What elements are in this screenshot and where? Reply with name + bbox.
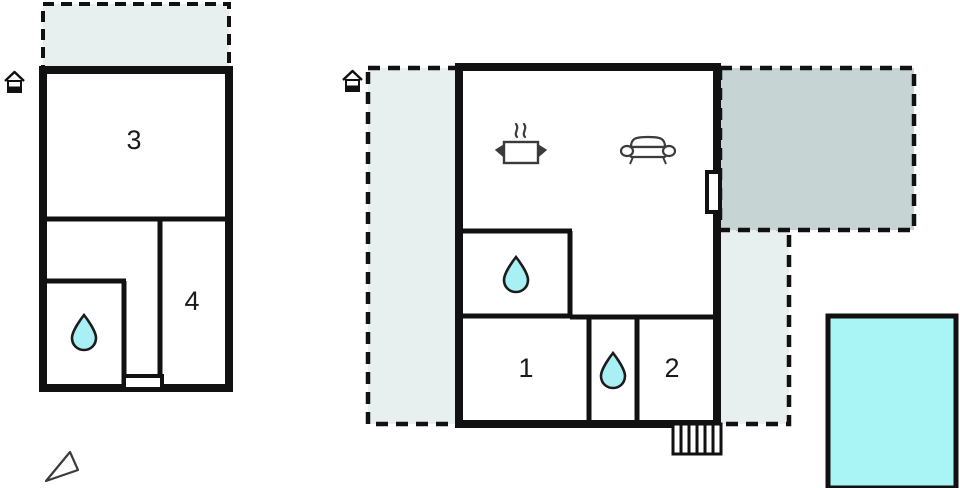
water-drop-shape bbox=[502, 254, 530, 294]
house-entrance-icon-right bbox=[342, 69, 363, 92]
right-wall-door-icon bbox=[705, 170, 722, 214]
entrance-roof-shape bbox=[4, 70, 25, 82]
cooking-pot-icon bbox=[494, 122, 548, 165]
room-label-2: 2 bbox=[664, 353, 679, 383]
north-arrow-icon bbox=[44, 450, 80, 483]
right-wall-door-leaf bbox=[705, 170, 722, 214]
water-drop-icon-lower-bathroom bbox=[599, 350, 627, 390]
room-label-3: 3 bbox=[126, 125, 141, 155]
water-drop-shape bbox=[70, 312, 98, 352]
sofa-backrest bbox=[629, 135, 667, 149]
water-drop-icon-left-bathroom bbox=[70, 312, 98, 352]
sofa-armrest-right bbox=[661, 144, 677, 158]
west-terrace bbox=[365, 65, 463, 427]
house-entrance-icon-left bbox=[4, 70, 25, 93]
sofa-leg-left bbox=[629, 156, 634, 165]
left-top-terrace bbox=[41, 2, 231, 72]
entrance-door-fill bbox=[346, 85, 359, 91]
pot-body bbox=[502, 140, 540, 165]
sofa-seat bbox=[628, 145, 668, 159]
ne-terrace-outline bbox=[717, 65, 917, 233]
left-top-terrace-outline bbox=[41, 2, 231, 72]
west-terrace-outline bbox=[365, 65, 463, 427]
left-bottom-door-icon bbox=[122, 374, 164, 391]
room-label-1: 1 bbox=[518, 353, 533, 383]
stairs-icon bbox=[671, 422, 723, 456]
sofa-icon bbox=[619, 135, 677, 165]
pot-steam-right bbox=[522, 122, 527, 139]
right-building-shell bbox=[455, 63, 721, 428]
water-drop-icon-middle-bathroom bbox=[502, 254, 530, 294]
entrance-door-fill bbox=[8, 86, 21, 92]
left-bottom-door-leaf bbox=[122, 374, 164, 391]
entrance-roof-shape bbox=[342, 69, 363, 81]
right-building-outer-wall bbox=[455, 63, 721, 428]
north-arrow-shape bbox=[44, 450, 80, 483]
sofa-armrest-left bbox=[619, 144, 635, 158]
sofa-leg-right bbox=[662, 156, 667, 165]
pot-steam-left bbox=[514, 122, 519, 139]
pool-outline bbox=[825, 313, 959, 488]
water-drop-shape bbox=[599, 350, 627, 390]
east-terrace-outline bbox=[713, 225, 792, 427]
north-east-covered-terrace bbox=[717, 65, 917, 233]
pot-handle-right bbox=[537, 143, 548, 158]
swimming-pool bbox=[825, 313, 959, 488]
pot-handle-left bbox=[494, 143, 505, 158]
east-terrace bbox=[713, 225, 792, 427]
room-label-4: 4 bbox=[184, 286, 199, 316]
